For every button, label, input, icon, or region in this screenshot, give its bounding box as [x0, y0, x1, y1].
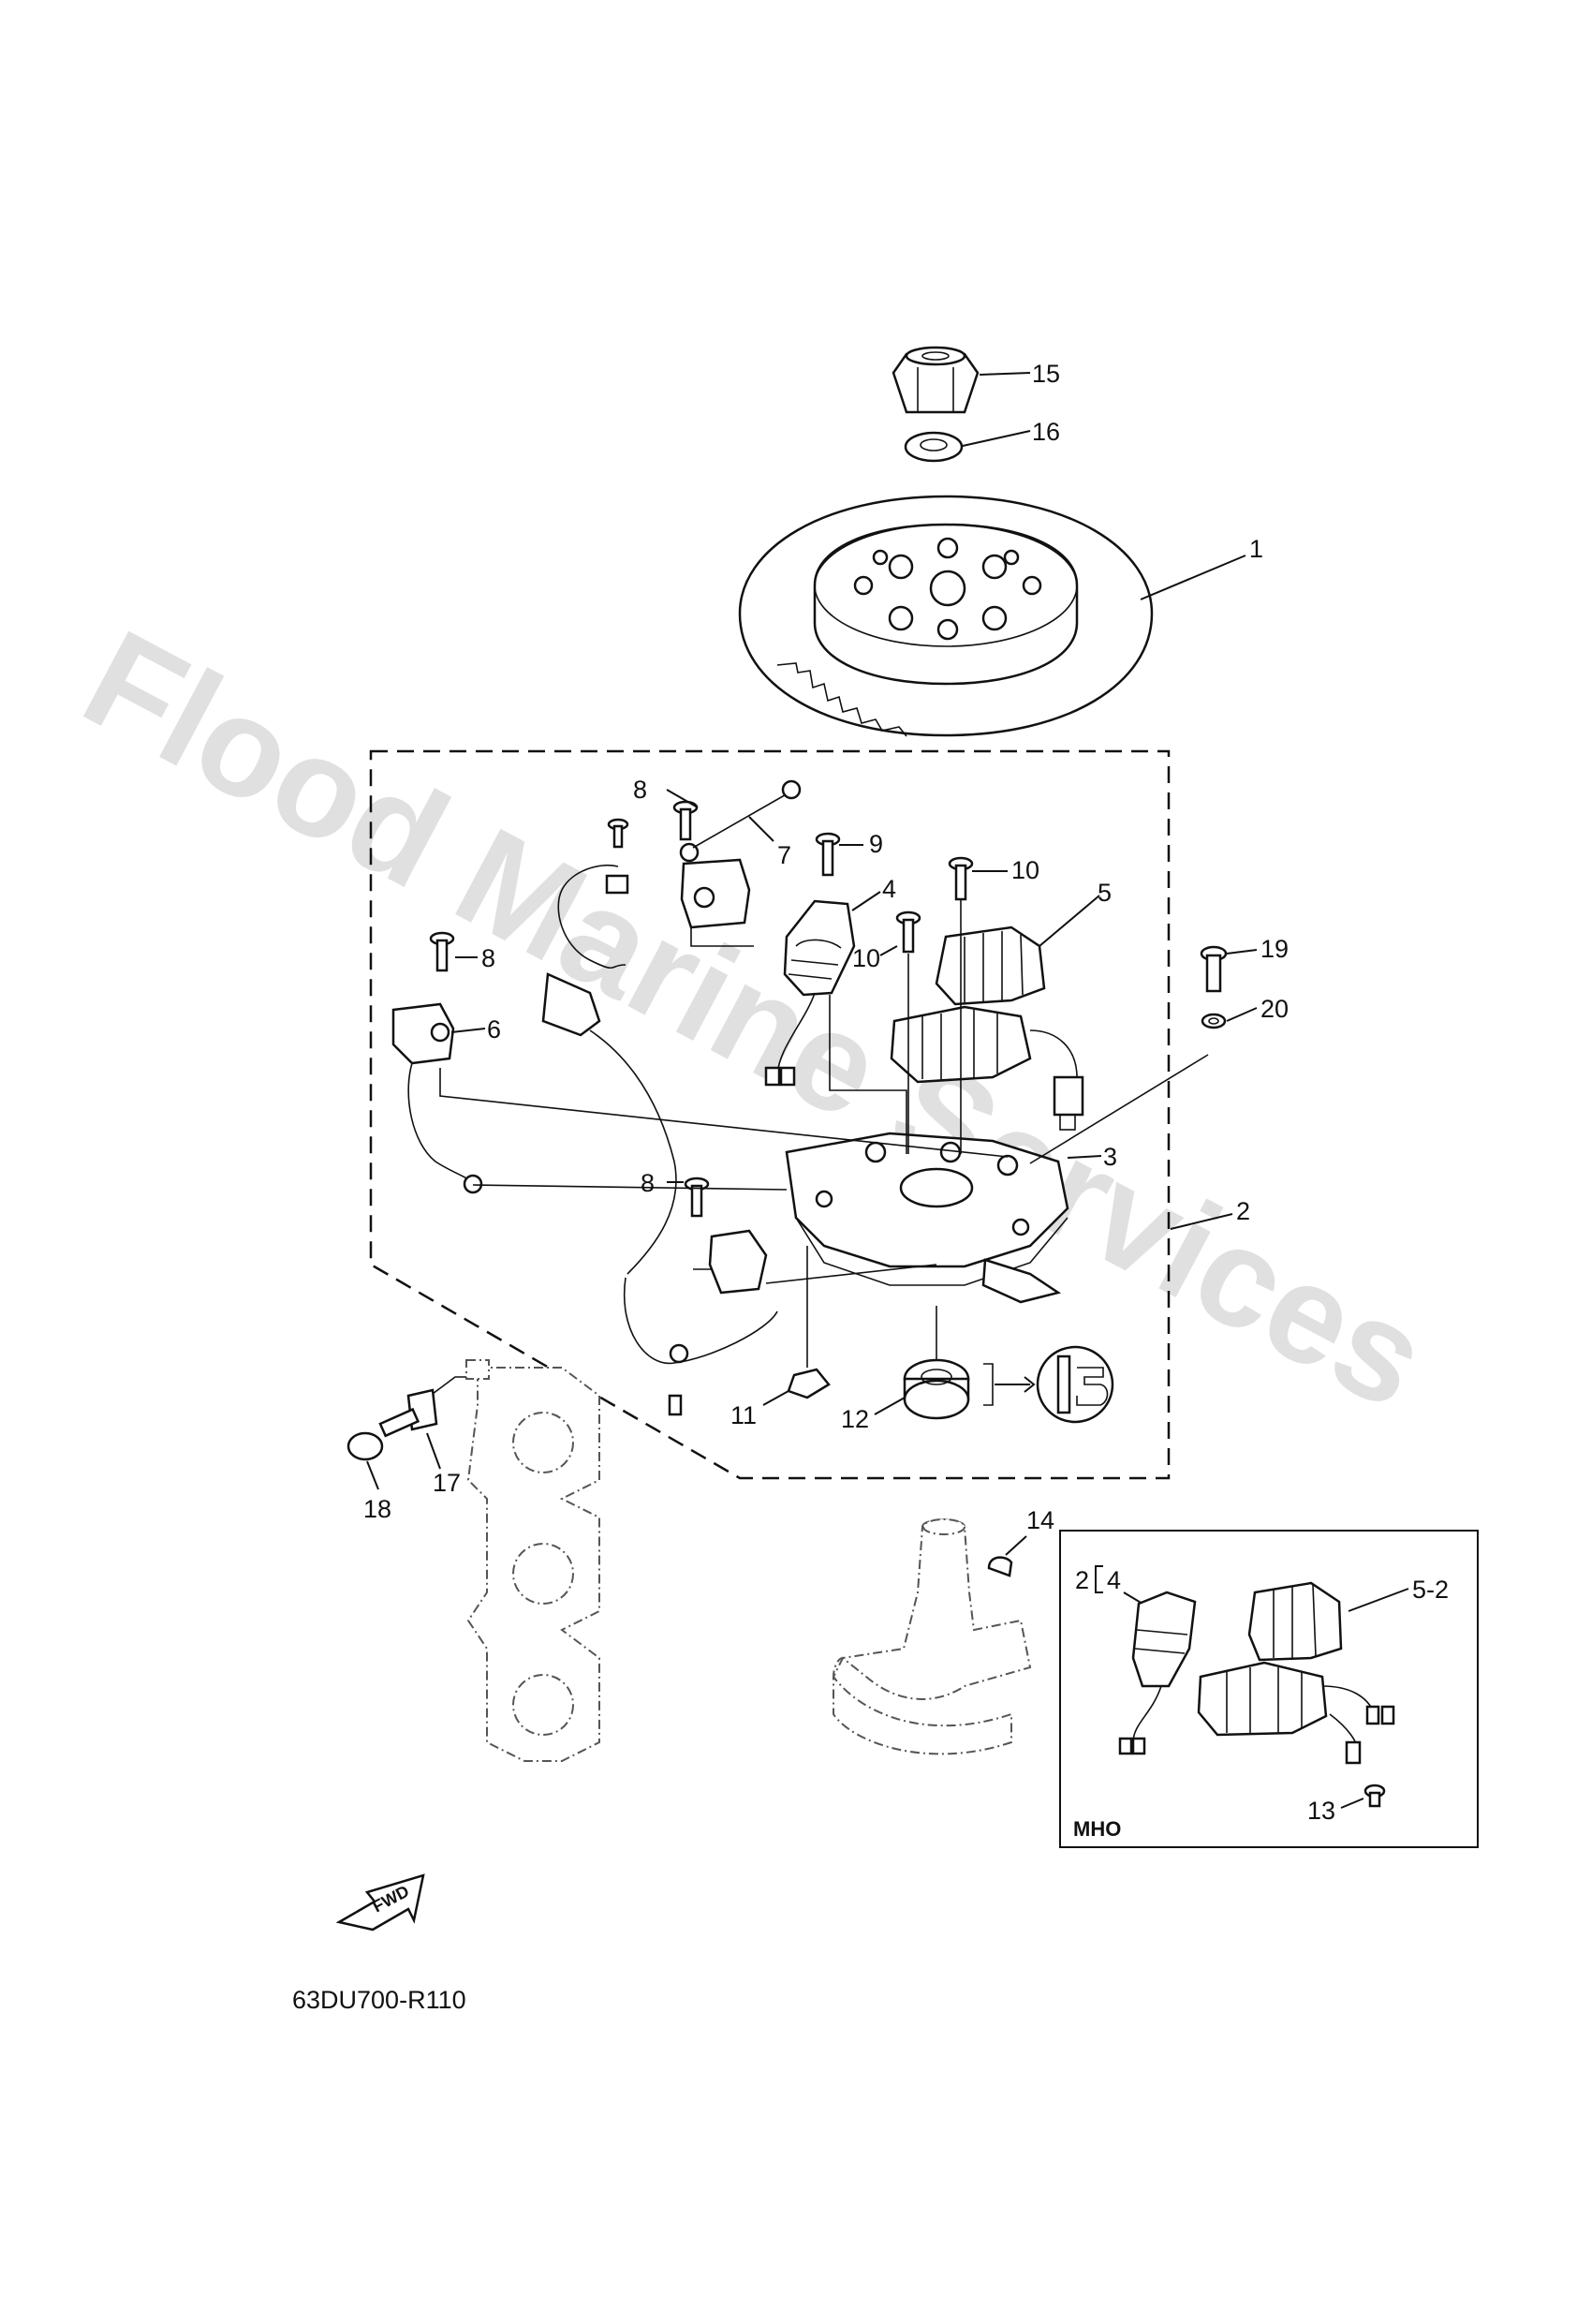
- inset-label-2: 2: [1075, 1566, 1089, 1594]
- callout-20: 20: [1260, 995, 1289, 1023]
- part-12-oil-seal[interactable]: [903, 1306, 994, 1420]
- screw-small[interactable]: [607, 818, 629, 849]
- watermark-text: Flood Marine Services: [61, 600, 1452, 1439]
- callout-9: 9: [869, 830, 883, 858]
- inset-mho-variant: MHO 2 4 5-2 13: [1059, 1530, 1479, 1848]
- callout-18: 18: [363, 1495, 391, 1523]
- diagram-code: 63DU700-R110: [292, 1986, 466, 2014]
- part-7-lead-wire[interactable]: [679, 779, 802, 863]
- callout-6: 6: [487, 1015, 501, 1044]
- part-10b-screw[interactable]: [895, 910, 921, 954]
- fwd-direction-arrow: FWD: [335, 1873, 425, 1932]
- part-3-base-plate[interactable]: [785, 1132, 1069, 1304]
- callout-15: 15: [1032, 360, 1060, 388]
- callout-11: 11: [730, 1401, 757, 1429]
- callout-5: 5: [1098, 879, 1112, 907]
- part-19-bolt[interactable]: [1200, 945, 1228, 993]
- inset-label-13: 13: [1307, 1797, 1335, 1825]
- part-20-washer[interactable]: [1201, 1013, 1227, 1029]
- part-6-pulser-coil[interactable]: [391, 1002, 483, 1194]
- grease-apply-icon: [995, 1345, 1114, 1424]
- callout-3: 3: [1103, 1143, 1117, 1171]
- pulser-coil-upper[interactable]: [541, 858, 754, 1275]
- part-11-clamp[interactable]: [787, 1246, 831, 1399]
- part-1-flywheel[interactable]: [738, 495, 1154, 737]
- part-14-woodruff-key[interactable]: [987, 1556, 1013, 1577]
- callout-17: 17: [433, 1469, 461, 1497]
- part-10a-screw[interactable]: [948, 856, 974, 901]
- callout-2: 2: [1236, 1197, 1250, 1225]
- part-15-flywheel-nut[interactable]: [892, 346, 980, 414]
- callout-14: 14: [1026, 1506, 1054, 1534]
- part-2-group-outline: [369, 749, 1171, 1480]
- callout-12: 12: [841, 1405, 869, 1433]
- callout-10a: 10: [1011, 856, 1039, 884]
- reference-cylinder-block: [465, 1359, 600, 1762]
- inset-label-5-2: 5-2: [1412, 1576, 1449, 1604]
- part-4-charge-coil[interactable]: [764, 899, 856, 1087]
- callout-1: 1: [1249, 535, 1263, 563]
- callout-10b: 10: [852, 944, 880, 972]
- part-18-bolt[interactable]: [346, 1407, 420, 1461]
- callout-8a: 8: [633, 776, 647, 804]
- callout-16: 16: [1032, 418, 1060, 446]
- callout-4: 4: [882, 875, 896, 903]
- inset-label-4: 4: [1107, 1566, 1121, 1594]
- part-8b-screw[interactable]: [429, 931, 455, 972]
- part-16-washer[interactable]: [904, 431, 964, 463]
- part-8c-screw[interactable]: [684, 1177, 710, 1218]
- callout-7: 7: [777, 841, 791, 869]
- callout-19: 19: [1260, 935, 1289, 963]
- part-9-screw[interactable]: [815, 832, 841, 877]
- part-8a-screw[interactable]: [672, 800, 699, 841]
- inset-mho-title: MHO: [1073, 1817, 1121, 1841]
- pulser-coil-lower[interactable]: [623, 1229, 937, 1416]
- callout-8c: 8: [641, 1169, 655, 1197]
- callout-8b: 8: [481, 944, 495, 972]
- reference-crankshaft: [832, 1518, 1032, 1755]
